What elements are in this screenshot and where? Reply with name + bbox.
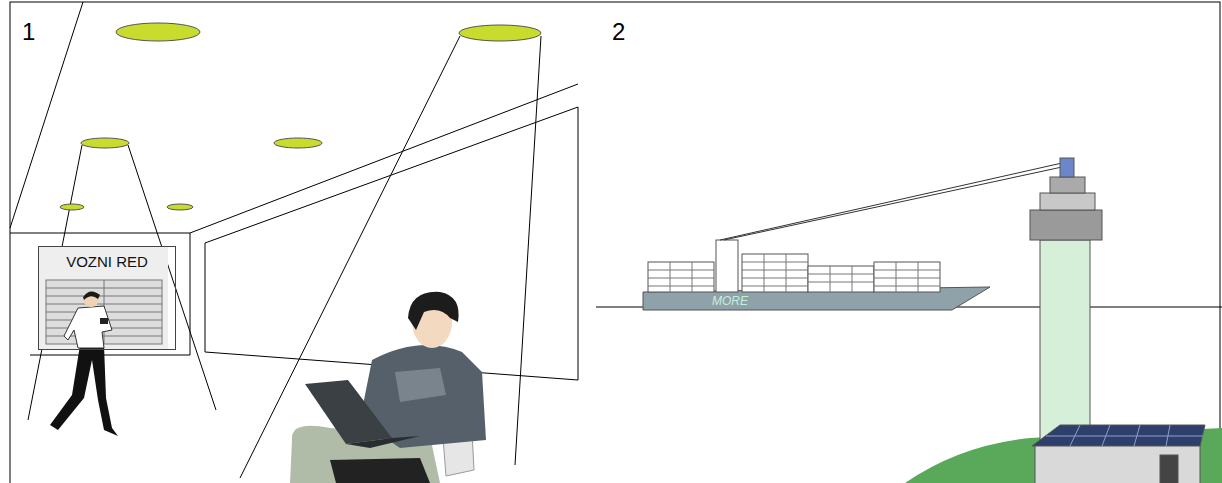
laptop-man	[290, 292, 486, 483]
panel-number: 2	[612, 18, 625, 46]
solar-building	[1032, 425, 1205, 483]
ship	[643, 240, 990, 310]
radio-link	[720, 163, 1062, 240]
light-beams	[28, 36, 541, 478]
panel-number: 1	[22, 18, 35, 46]
room-lines	[10, 2, 578, 380]
ceiling-lights	[60, 23, 541, 210]
walking-man	[50, 291, 118, 436]
board-title: VOZNI RED	[39, 253, 175, 270]
lighthouse	[1030, 158, 1102, 452]
timetable-board: VOZNI RED	[38, 246, 176, 350]
ship-name: MORE	[712, 294, 748, 308]
